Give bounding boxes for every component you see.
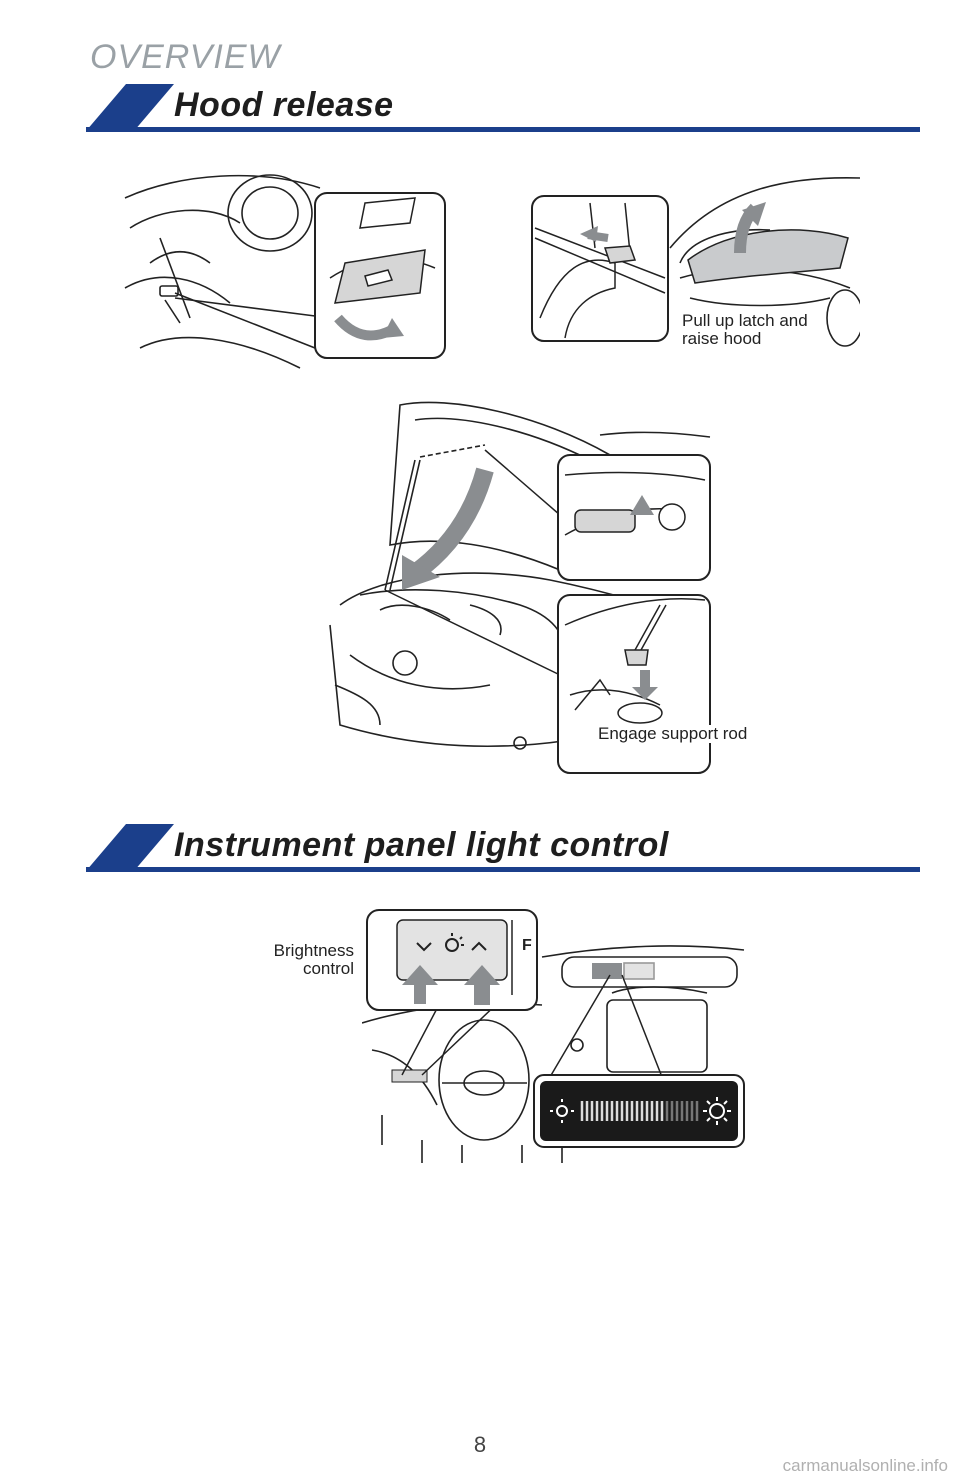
section-title-hood-release: Hood release xyxy=(174,86,394,124)
instrument-panel-header: Instrument panel light control xyxy=(86,824,920,872)
watermark: carmanualsonline.info xyxy=(782,1456,948,1475)
hood-release-header: Hood release xyxy=(86,84,920,132)
section-title-instrument-panel: Instrument panel light control xyxy=(174,826,669,864)
callout-pull-latch: Pull up latch and raise hood xyxy=(682,311,808,348)
page-number: 8 xyxy=(473,1432,487,1457)
overview-label: OVERVIEW xyxy=(90,38,281,76)
svg-text:F: F xyxy=(522,937,532,954)
hood-latch-illustration xyxy=(531,176,860,347)
brightness-control-illustration: F xyxy=(362,909,745,1163)
callout-support-rod: Engage support rod xyxy=(598,724,748,743)
support-rod-illustration xyxy=(329,401,711,774)
hood-release-lever-illustration xyxy=(124,174,446,369)
callout-brightness-control: Brightness control xyxy=(268,942,354,978)
